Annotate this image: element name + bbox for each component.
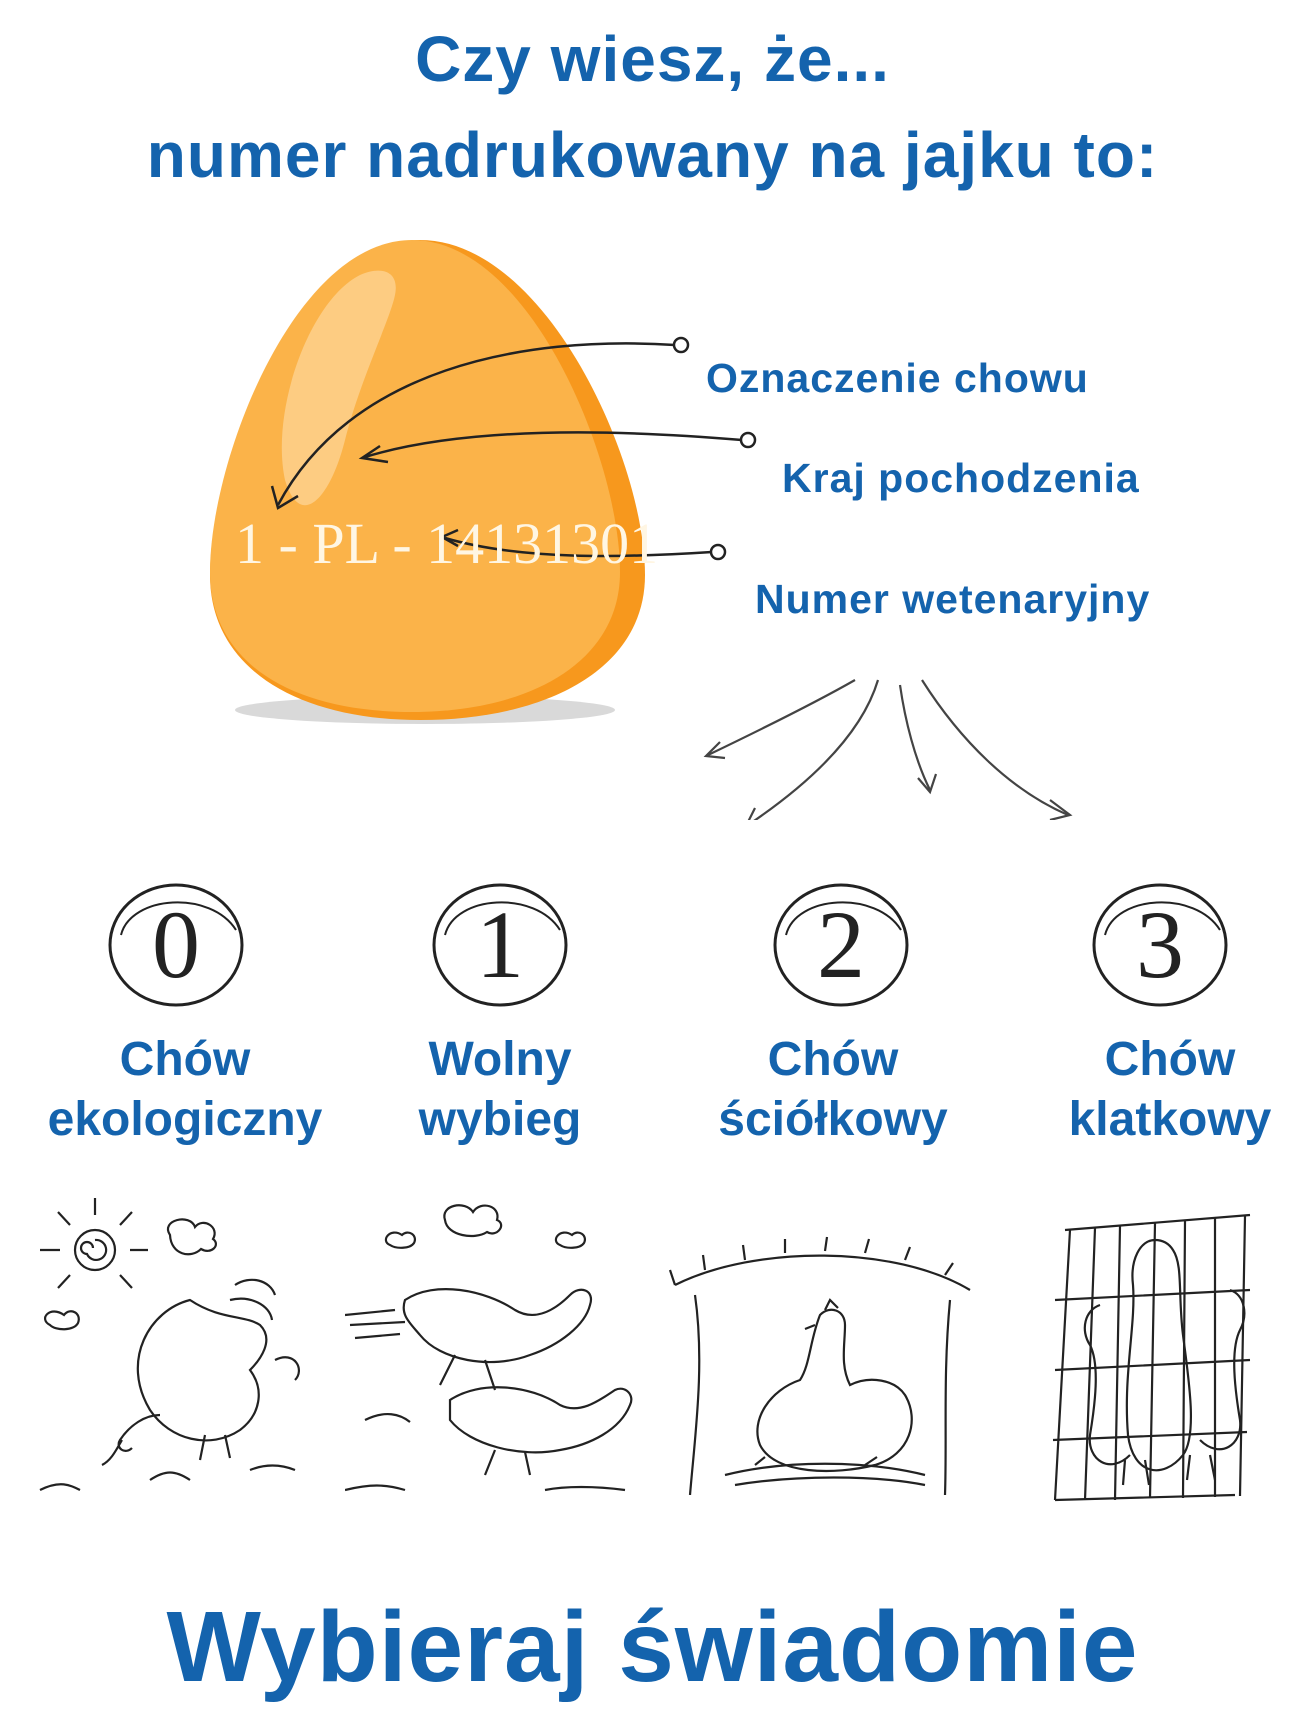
egg-code: 1 - PL - 14131301: [235, 511, 659, 576]
egg-shell: [210, 240, 620, 712]
category-0: Chów ekologiczny: [25, 1030, 345, 1150]
badge-number: 0: [152, 891, 200, 998]
sun-hen-pecking-icon: [39, 1198, 300, 1491]
category-line1: Chów: [1104, 1033, 1236, 1086]
category-line1: Chów: [767, 1033, 899, 1086]
badge-2: 2: [766, 880, 916, 1010]
branch-arrows: [703, 679, 1073, 820]
caged-hens-icon: [1052, 1213, 1251, 1502]
category-line2: ekologiczny: [47, 1093, 323, 1146]
egg-highlight: [281, 270, 396, 506]
badge-3: 3: [1085, 880, 1235, 1010]
badge-1: 1: [425, 880, 575, 1010]
category-1: Wolny wybieg: [340, 1030, 660, 1150]
category-line2: wybieg: [418, 1093, 582, 1146]
label-vet: Numer wetenaryjny: [755, 576, 1151, 622]
badge-number: 1: [476, 891, 524, 998]
category-line1: Chów: [119, 1033, 251, 1086]
running-hens-icon: [345, 1204, 633, 1492]
title-line-2: numer nadrukowany na jajku to:: [146, 119, 1159, 191]
badge-number: 2: [817, 891, 865, 998]
category-line1: Wolny: [428, 1033, 572, 1086]
arrow-breeding: [270, 336, 690, 510]
label-breeding: Oznaczenie chowu: [706, 355, 1089, 401]
category-line2: ściółkowy: [718, 1093, 948, 1146]
badge-number: 3: [1136, 891, 1184, 998]
badge-0: 0: [101, 880, 251, 1010]
category-3: Chów klatkowy: [1010, 1030, 1305, 1150]
arrow-country: [358, 431, 757, 464]
title-line-1: Czy wiesz, że...: [415, 23, 890, 95]
category-2: Chów ściółkowy: [673, 1030, 993, 1150]
hen-in-shelter-icon: [668, 1236, 971, 1495]
footer-slogan: Wybieraj świadomie: [166, 1591, 1139, 1703]
label-country: Kraj pochodzenia: [782, 455, 1140, 501]
arrow-vet: [439, 528, 727, 561]
category-line2: klatkowy: [1068, 1093, 1272, 1146]
egg-illustration: [210, 240, 1073, 820]
